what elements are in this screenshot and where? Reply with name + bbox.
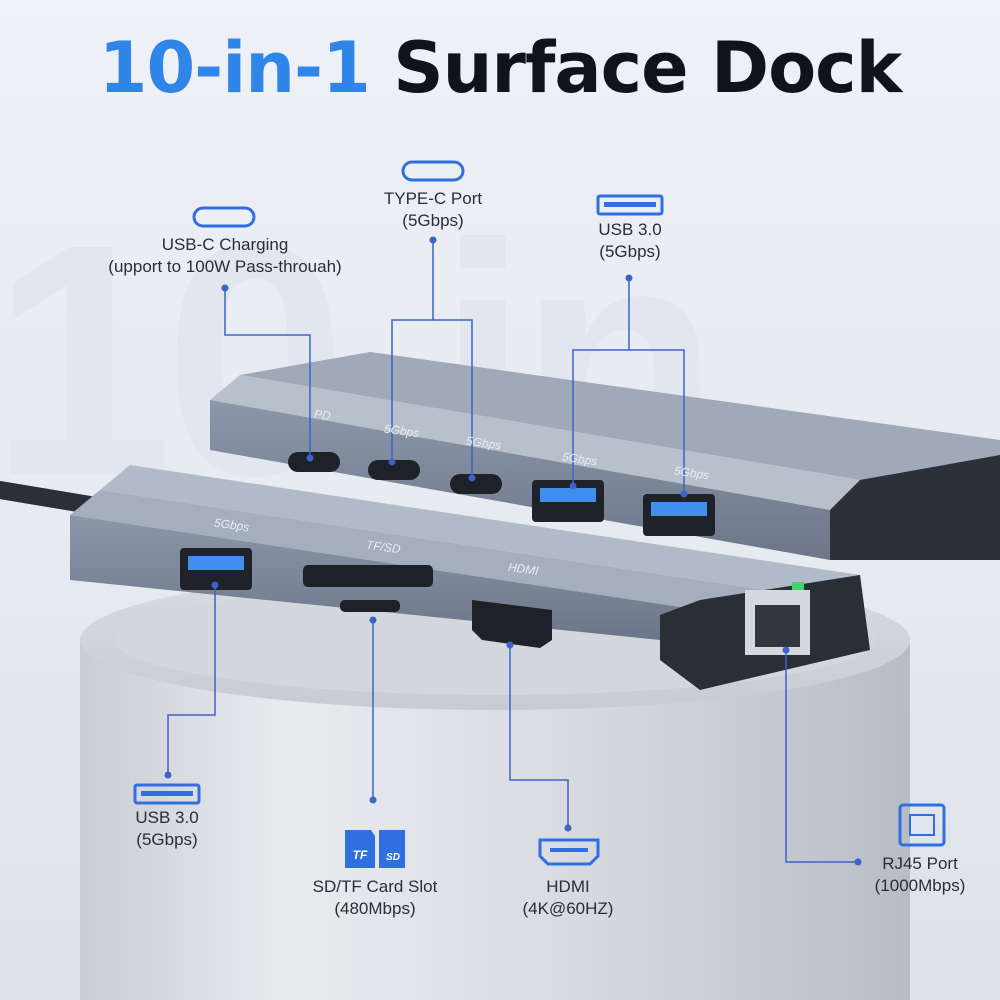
callout-typec: TYPE-C Port (5Gbps) (353, 188, 513, 232)
port-label-pd: PD (313, 406, 332, 424)
tf-slot (340, 600, 400, 612)
upper-ports (288, 452, 715, 536)
callout-typec-title: TYPE-C Port (383, 189, 483, 208)
usb-a-top-icon-fill (604, 202, 656, 207)
sd-tf-card-icon (345, 830, 405, 868)
callout-sdtf-title: SD/TF Card Slot (312, 877, 438, 896)
callout-hdmi: HDMI (4K@60HZ) (503, 876, 633, 920)
callout-hdmi-title: HDMI (546, 877, 590, 896)
page-title: 10-in-1 Surface Dock (0, 26, 1000, 110)
callout-usb3-left-title: USB 3.0 (135, 808, 199, 827)
callout-usbc-charging: USB-C Charging (upport to 100W Pass-thro… (70, 234, 380, 278)
callout-sdtf-detail: (480Mbps) (334, 899, 416, 918)
usb-a-port-3-tongue (188, 556, 244, 570)
typec-icon (401, 160, 465, 182)
typec-port-1 (368, 460, 420, 480)
cable (0, 481, 99, 514)
lower-ports (180, 548, 810, 655)
pd-port (288, 452, 340, 472)
rj45-icon (898, 803, 946, 847)
usb-a-port-1-tongue (540, 488, 596, 502)
callout-sdtf: SD/TF Card Slot (480Mbps) (285, 876, 465, 920)
callout-usb3-top: USB 3.0 (5Gbps) (565, 219, 695, 263)
tf-icon-label: TF (352, 848, 368, 862)
hdmi-icon (538, 838, 600, 866)
typec-port-2 (450, 474, 502, 494)
callout-typec-detail: (5Gbps) (402, 211, 464, 230)
callout-usb3-left-detail: (5Gbps) (136, 830, 198, 849)
rj45-port-inner (755, 605, 800, 647)
usb-a-port-2-tongue (651, 502, 707, 516)
rj45-led (792, 582, 804, 590)
usb-a-left-icon-fill (141, 791, 193, 796)
sd-icon-label: SD (386, 852, 400, 863)
callout-rj45-title: RJ45 Port (882, 854, 958, 873)
callout-rj45: RJ45 Port (1000Mbps) (855, 853, 985, 897)
callout-usb3-left: USB 3.0 (5Gbps) (102, 807, 232, 851)
sd-slot (303, 565, 433, 587)
usb-a-left-icon (133, 783, 201, 805)
callout-hdmi-detail: (4K@60HZ) (522, 899, 614, 918)
callout-lines (167, 240, 858, 863)
usb-a-top-icon (596, 194, 664, 216)
title-highlight: 10-in-1 (98, 27, 371, 109)
callout-usb3-top-detail: (5Gbps) (599, 242, 661, 261)
title-main: Surface Dock (393, 27, 902, 109)
callout-rj45-detail: (1000Mbps) (874, 876, 966, 895)
callout-usbc-charging-title: USB-C Charging (161, 235, 289, 254)
callout-dots (164, 236, 862, 866)
callout-usbc-charging-detail: (upport to 100W Pass-throuah) (108, 257, 342, 276)
hdmi-port (472, 600, 552, 648)
callout-usb3-top-title: USB 3.0 (598, 220, 662, 239)
usb-c-charging-icon (192, 206, 256, 228)
